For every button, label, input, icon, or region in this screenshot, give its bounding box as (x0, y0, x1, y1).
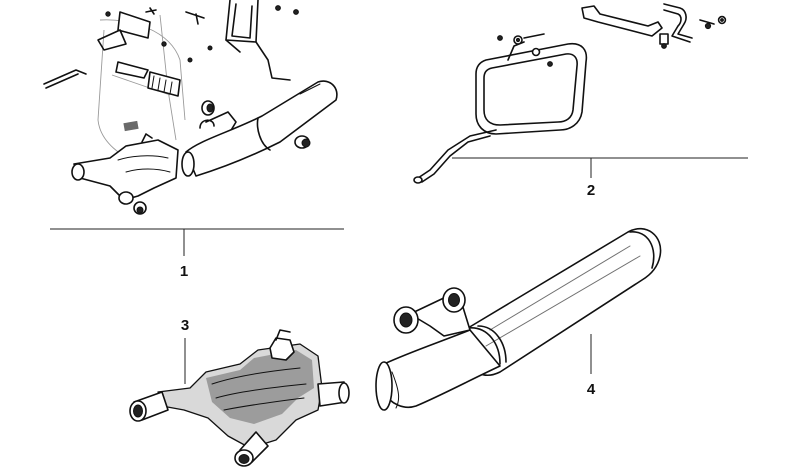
assembly-exhaust-system[interactable] (43, 0, 338, 215)
rear-silencer-collar (467, 327, 501, 365)
mounting-lug (199, 111, 237, 133)
callout-2: 2 (587, 182, 595, 199)
frame-loop (475, 42, 588, 135)
rubber-pad (123, 120, 139, 132)
assembly-mounting-frame[interactable] (413, 3, 727, 184)
front-silencer-bracket (269, 337, 295, 361)
callout-1: 1 (180, 263, 188, 280)
allen-key-icon (43, 69, 87, 85)
rear-silencer-hanger (393, 287, 471, 337)
hook-bracket (663, 3, 693, 39)
frame-stay (417, 129, 497, 179)
centre-stand (225, 0, 299, 81)
front-silencer-outlet (317, 381, 350, 407)
footrest-peg (147, 71, 181, 97)
rear-silencer-small (181, 80, 338, 177)
footrest-bracket (97, 7, 213, 79)
assembly-front-silencer[interactable] (129, 329, 350, 467)
front-silencer-inlet-bottom (234, 431, 269, 467)
strap-bracket (581, 5, 663, 37)
fasteners-group-2 (497, 33, 553, 67)
rubber-grommet (133, 100, 311, 215)
callout-4: 4 (587, 381, 596, 398)
front-silencer-inlet-left (129, 391, 169, 422)
callout-3: 3 (181, 317, 189, 334)
front-silencer-small (71, 133, 179, 205)
rear-silencer-can (465, 227, 662, 376)
assembly-rear-silencer[interactable] (375, 227, 662, 411)
